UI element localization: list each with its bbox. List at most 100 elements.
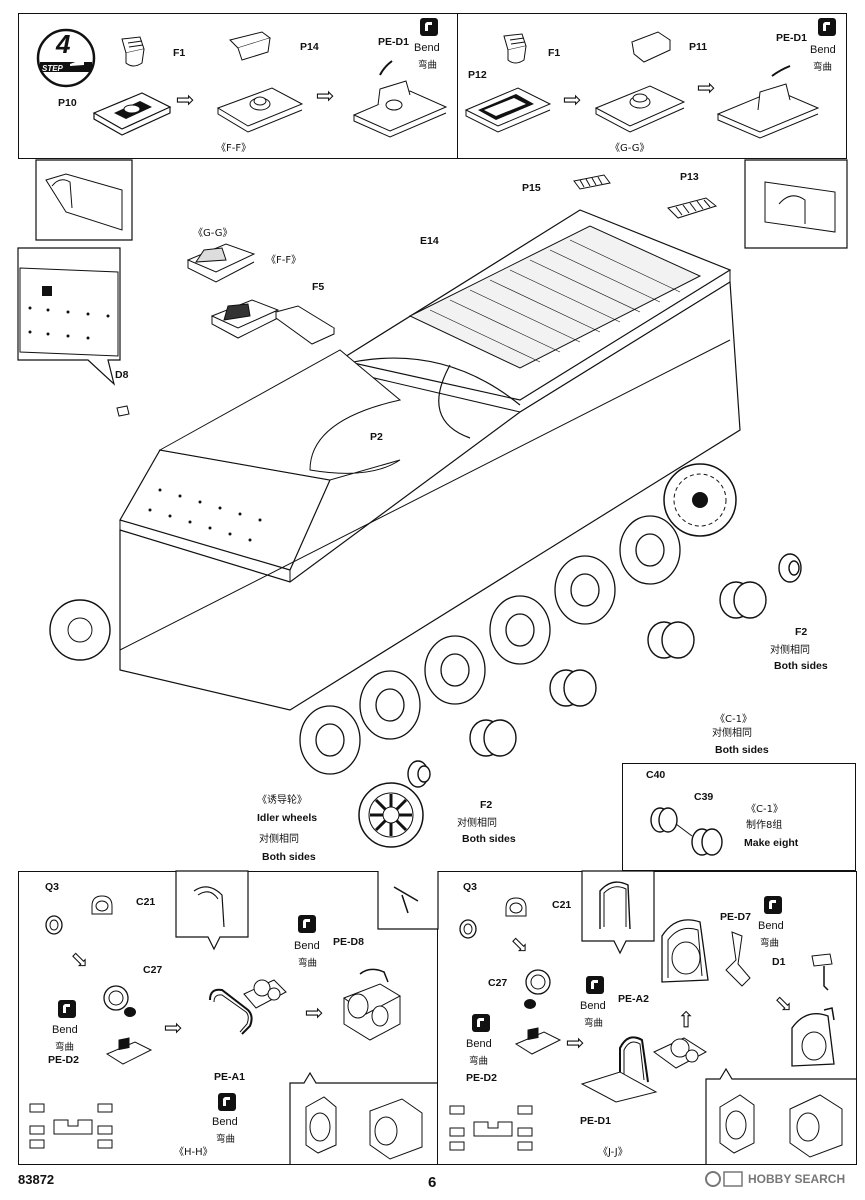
p15-grille — [573, 174, 611, 190]
detail-callout-left — [17, 247, 121, 386]
bend-label: Bend — [810, 44, 836, 56]
tire-rings — [407, 553, 802, 788]
ff-part-label: P14 — [300, 41, 319, 53]
hh-detail-bottom — [289, 1071, 438, 1165]
hh-arrow-icon: ⇨ — [305, 1001, 324, 1026]
jj-pe-d2-assembly — [514, 1027, 562, 1055]
bend-icon — [298, 915, 316, 933]
ff-part-label: F1 — [173, 47, 186, 59]
both-sides-label: Both sides — [715, 744, 769, 756]
hh-part-label: C27 — [143, 964, 163, 976]
idler-wheel — [358, 782, 424, 848]
bend-icon — [58, 1000, 76, 1018]
gg-part-label: P11 — [689, 41, 708, 53]
detail-callout-left-top — [35, 159, 133, 241]
bend-icon — [218, 1093, 236, 1111]
both-sides-label: Both sides — [262, 851, 316, 863]
make-eight-label: Make eight — [744, 837, 799, 849]
bend-icon — [764, 896, 782, 914]
c1-parts-drawing — [650, 807, 723, 856]
f5-part — [274, 305, 336, 345]
jj-d1-assembly — [791, 1007, 835, 1067]
jj-c21-part — [505, 897, 527, 917]
jj-detail-bottom — [705, 1067, 856, 1165]
jj-part-label: PE-A2 — [618, 993, 649, 1005]
bend-label-cn: 弯曲 — [760, 938, 780, 949]
bend-label: Bend — [466, 1038, 492, 1050]
ff-p14-part — [229, 31, 272, 61]
jj-arrow-icon: ⇨ — [566, 1031, 585, 1056]
ff-subassembly — [210, 299, 280, 339]
jj-part-label: C27 — [488, 977, 508, 989]
bend-icon — [818, 18, 836, 36]
part-label-p13: P13 — [680, 171, 699, 183]
gg-assembly-mid — [594, 85, 686, 133]
gg-p11-part — [631, 31, 672, 63]
bend-label-cn: 弯曲 — [55, 1042, 75, 1053]
hh-part-label: Q3 — [45, 881, 60, 893]
jj-arrow-icon: ⇨ — [674, 1009, 700, 1029]
hh-diagram-bottom-left — [29, 1103, 113, 1149]
hh-part-label: PE-A1 — [214, 1071, 245, 1083]
hh-pe-d2-assembly — [105, 1037, 153, 1065]
bend-label: Bend — [294, 940, 320, 952]
bend-label-cn: 弯曲 — [469, 1056, 489, 1067]
hh-detail-callout-2 — [377, 871, 439, 930]
bend-label-cn: 弯曲 — [584, 1018, 604, 1029]
step-label: STEP — [42, 64, 63, 73]
bend-label-cn: 弯曲 — [813, 62, 833, 73]
idler-label: Idler wheels — [257, 812, 318, 824]
page-number: 6 — [428, 1174, 437, 1191]
jj-pe-d7-part — [725, 931, 751, 987]
part-label-p2: P2 — [370, 431, 383, 443]
ff-base-plate — [92, 92, 172, 136]
jj-part-label: C21 — [552, 899, 572, 911]
hh-part-label: PE-D8 — [333, 936, 364, 948]
bend-icon — [420, 18, 438, 36]
jj-upper-frame — [661, 919, 709, 983]
c1-part-label: C40 — [646, 769, 666, 781]
jj-part-label: PE-D7 — [720, 911, 751, 923]
gg-assembly-final — [716, 65, 820, 139]
jj-part-label: PE-D1 — [580, 1115, 611, 1127]
hh-detail-callout — [175, 870, 249, 951]
part-label-f5: F5 — [312, 281, 325, 293]
both-sides-cn: 对侧相同 — [457, 818, 497, 829]
part-label-f2: F2 — [480, 799, 493, 811]
c1-section-label: 《C-1》 — [746, 804, 783, 815]
bend-label: Bend — [758, 920, 784, 932]
gg-callout-label: 《G-G》 — [193, 228, 233, 239]
jj-part-label: Q3 — [463, 881, 478, 893]
ff-assembly-final — [352, 60, 448, 138]
detail-callout-right — [744, 159, 848, 249]
bend-label: Bend — [414, 42, 440, 54]
gg-part-label: P12 — [468, 69, 487, 81]
hh-q3-part — [45, 915, 63, 935]
part-label-e14: E14 — [420, 235, 439, 247]
gg-f1-part — [503, 33, 527, 64]
ff-part-label: PE-D1 — [378, 36, 409, 48]
c1-callout-label: 《C-1》 — [715, 714, 752, 725]
hh-arrow-icon: ⇨ — [164, 1016, 183, 1041]
hull-drawing — [49, 209, 741, 775]
kit-number: 83872 — [18, 1172, 55, 1187]
part-label-d8: D8 — [115, 369, 129, 381]
ff-part-label: P10 — [58, 97, 77, 109]
hh-section-label: 《H-H》 — [174, 1147, 213, 1158]
hh-part-label: C21 — [136, 896, 156, 908]
jj-section-label: 《J-J》 — [598, 1147, 628, 1158]
step-number: 4 — [56, 29, 71, 59]
jj-diagram-bottom-left — [449, 1105, 533, 1151]
gg-subassembly — [186, 243, 256, 283]
ff-arrow-icon: ⇨ — [176, 88, 195, 113]
gg-part-label: PE-D1 — [776, 32, 807, 44]
jj-detail-callout — [581, 870, 655, 955]
c1-part-label: C39 — [694, 791, 714, 803]
both-sides-cn: 对侧相同 — [712, 728, 752, 739]
both-sides-cn: 对侧相同 — [770, 645, 810, 656]
gg-arrow-icon: ⇨ — [697, 76, 716, 101]
hh-part-label: PE-D2 — [48, 1054, 79, 1066]
bend-label-cn: 弯曲 — [298, 958, 318, 969]
gg-section-label: 《G-G》 — [610, 143, 650, 154]
both-sides-label: Both sides — [462, 833, 516, 845]
